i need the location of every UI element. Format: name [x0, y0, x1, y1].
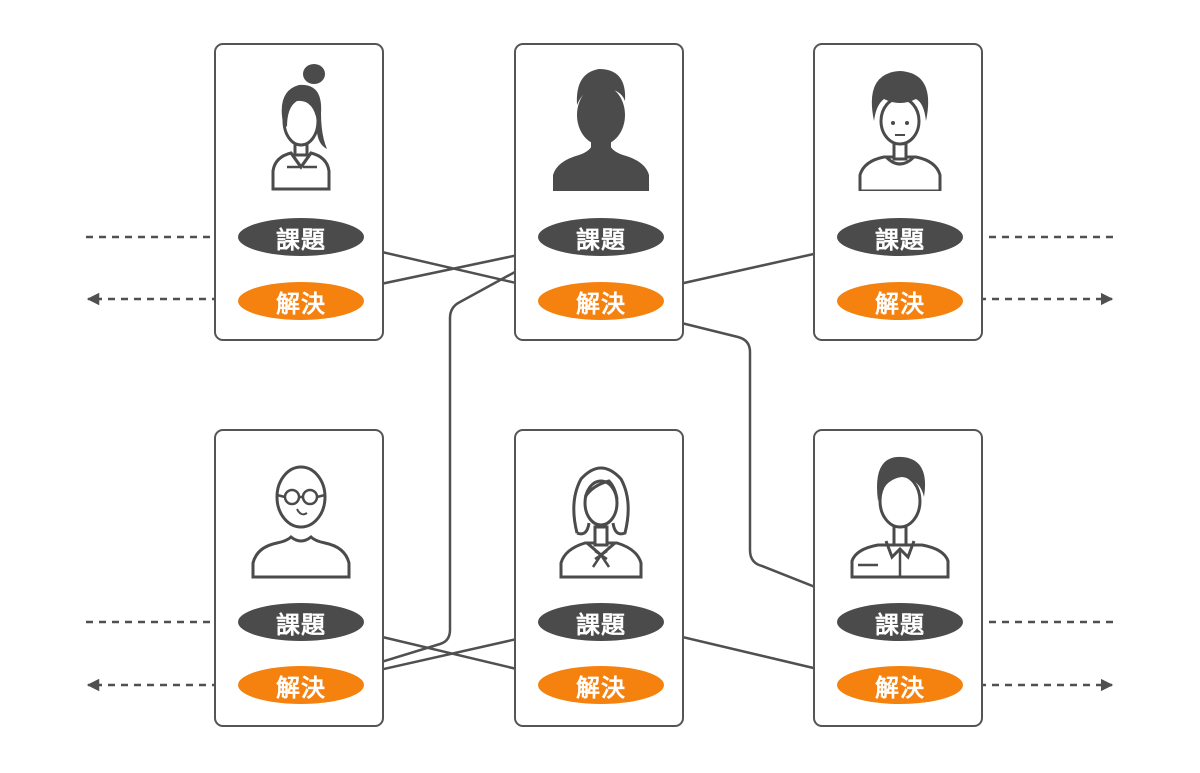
connection-arrow [355, 627, 543, 677]
boy-curly-hair-icon [858, 71, 942, 191]
person-card: 課題 解決 [214, 43, 384, 341]
person-card: 課題 解決 [514, 43, 684, 341]
person-card: 課題 解決 [813, 429, 983, 727]
solution-badge: 解決 [538, 666, 664, 704]
issue-badge: 課題 [837, 603, 963, 641]
connection-arrow [351, 247, 559, 673]
man-silhouette-icon [553, 69, 649, 191]
issue-badge: 課題 [837, 218, 963, 256]
solution-badge: 解決 [538, 282, 664, 320]
person-card: 課題 解決 [813, 43, 983, 341]
connection-arrow [644, 312, 860, 606]
bald-man-glasses-icon [251, 465, 351, 579]
solution-badge: 解決 [238, 282, 364, 320]
issue-badge: 課題 [538, 218, 664, 256]
solution-badge: 解決 [837, 282, 963, 320]
issue-badge: 課題 [238, 603, 364, 641]
woman-ponytail-icon [271, 64, 331, 191]
solution-badge: 解決 [837, 666, 963, 704]
person-card: 課題 解決 [214, 429, 384, 727]
solution-badge: 解決 [238, 666, 364, 704]
connection-arrow [354, 242, 543, 291]
person-card: 課題 解決 [514, 429, 684, 727]
man-collar-shirt-icon [850, 456, 950, 579]
issue-badge: 課題 [538, 603, 664, 641]
connection-arrow [655, 627, 844, 677]
issue-badge: 課題 [238, 218, 364, 256]
woman-bow-blouse-icon [559, 466, 643, 579]
